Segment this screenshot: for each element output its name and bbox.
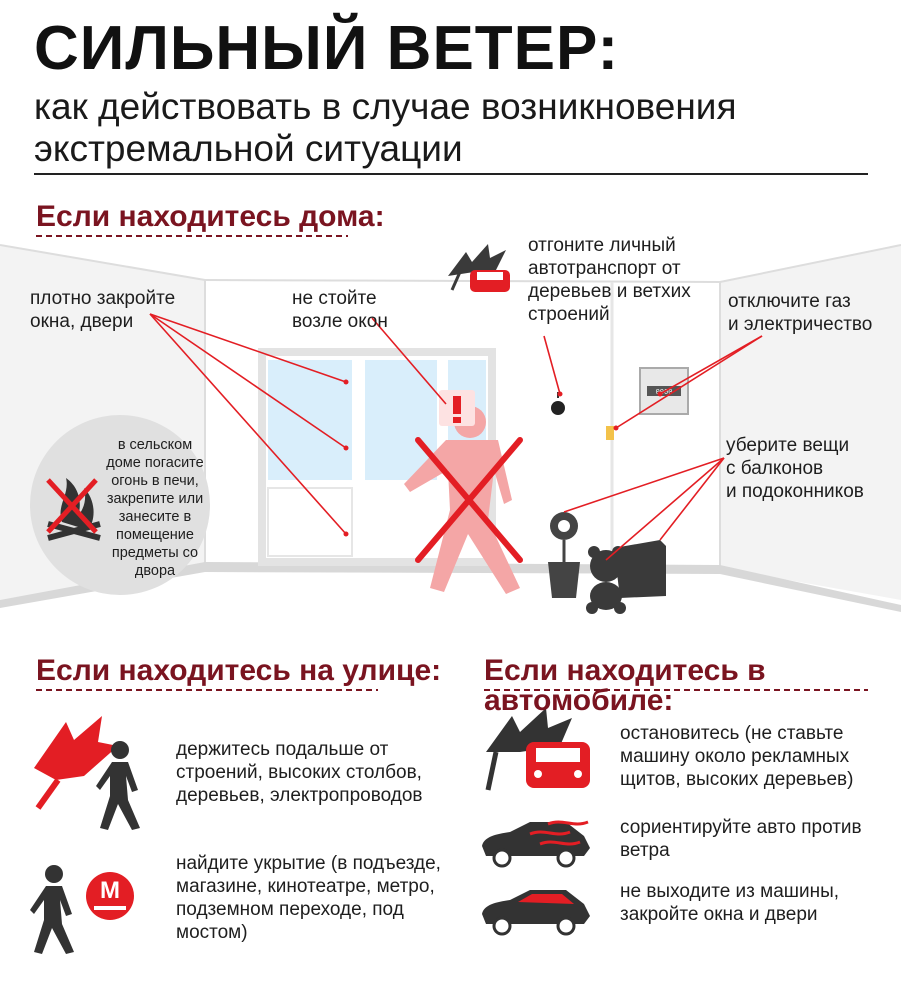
metro-icon <box>86 872 134 920</box>
walking-person-metro-icon <box>30 865 74 954</box>
exclamation-icon <box>439 390 475 426</box>
callout-lines <box>149 313 763 561</box>
campfire-icon <box>46 478 101 541</box>
rural-info-circle <box>30 415 210 595</box>
flower-pot-icon <box>548 512 580 598</box>
falling-tree-icon <box>34 716 118 810</box>
title-divider <box>34 173 868 175</box>
prohibited-x-icon <box>415 437 523 563</box>
note-not-near-windows: не стойте возле окон <box>292 288 388 332</box>
box-icon <box>614 540 666 598</box>
subtitle-line-2: экстремальной ситуации <box>34 128 463 169</box>
car-wind-icon <box>482 820 590 868</box>
walking-person-icon <box>96 741 140 830</box>
tree-car-icon <box>448 244 510 292</box>
note-remove-items: уберите вещи с балконов и подоконников <box>726 435 864 502</box>
subtitle-line-1: как действовать в случае возникновения <box>34 86 737 127</box>
note-shelter: найдите укрытие (в подъезде, магазине, к… <box>176 853 441 943</box>
closed-car-icon <box>482 890 590 936</box>
home-section-heading: Если находитесь дома: <box>36 200 385 233</box>
note-close-windows: плотно закройте окна, двери <box>30 288 176 332</box>
note-move-car: отгоните личный автотранспорт от деревье… <box>528 235 691 325</box>
street-section-heading: Если находитесь на улице: <box>36 654 442 687</box>
note-stop: остановитесь (не ставьте машину около ре… <box>620 723 854 790</box>
callout-dots <box>343 379 663 537</box>
note-stay: не выходите из машины, закройте окна и д… <box>620 881 840 925</box>
note-gas-power: отключите газ и электричество <box>728 291 873 335</box>
note-rural: в сельском доме погасите огонь в печи, з… <box>106 437 204 579</box>
tree-on-car-icon <box>485 708 590 791</box>
note-orient: сориентируйте авто против ветра <box>620 817 862 861</box>
metro-letter: М <box>100 877 120 904</box>
note-keep-away: держитесь подальше от строений, высоких … <box>176 739 423 806</box>
svg-text:0000: 0000 <box>656 389 673 397</box>
page-title: СИЛЬНЫЙ ВЕТЕР: <box>34 14 620 83</box>
car-section-heading: Если находитесь в автомобиле: <box>484 654 766 717</box>
page-subtitle: как действовать в случае возникновения э… <box>34 86 854 170</box>
